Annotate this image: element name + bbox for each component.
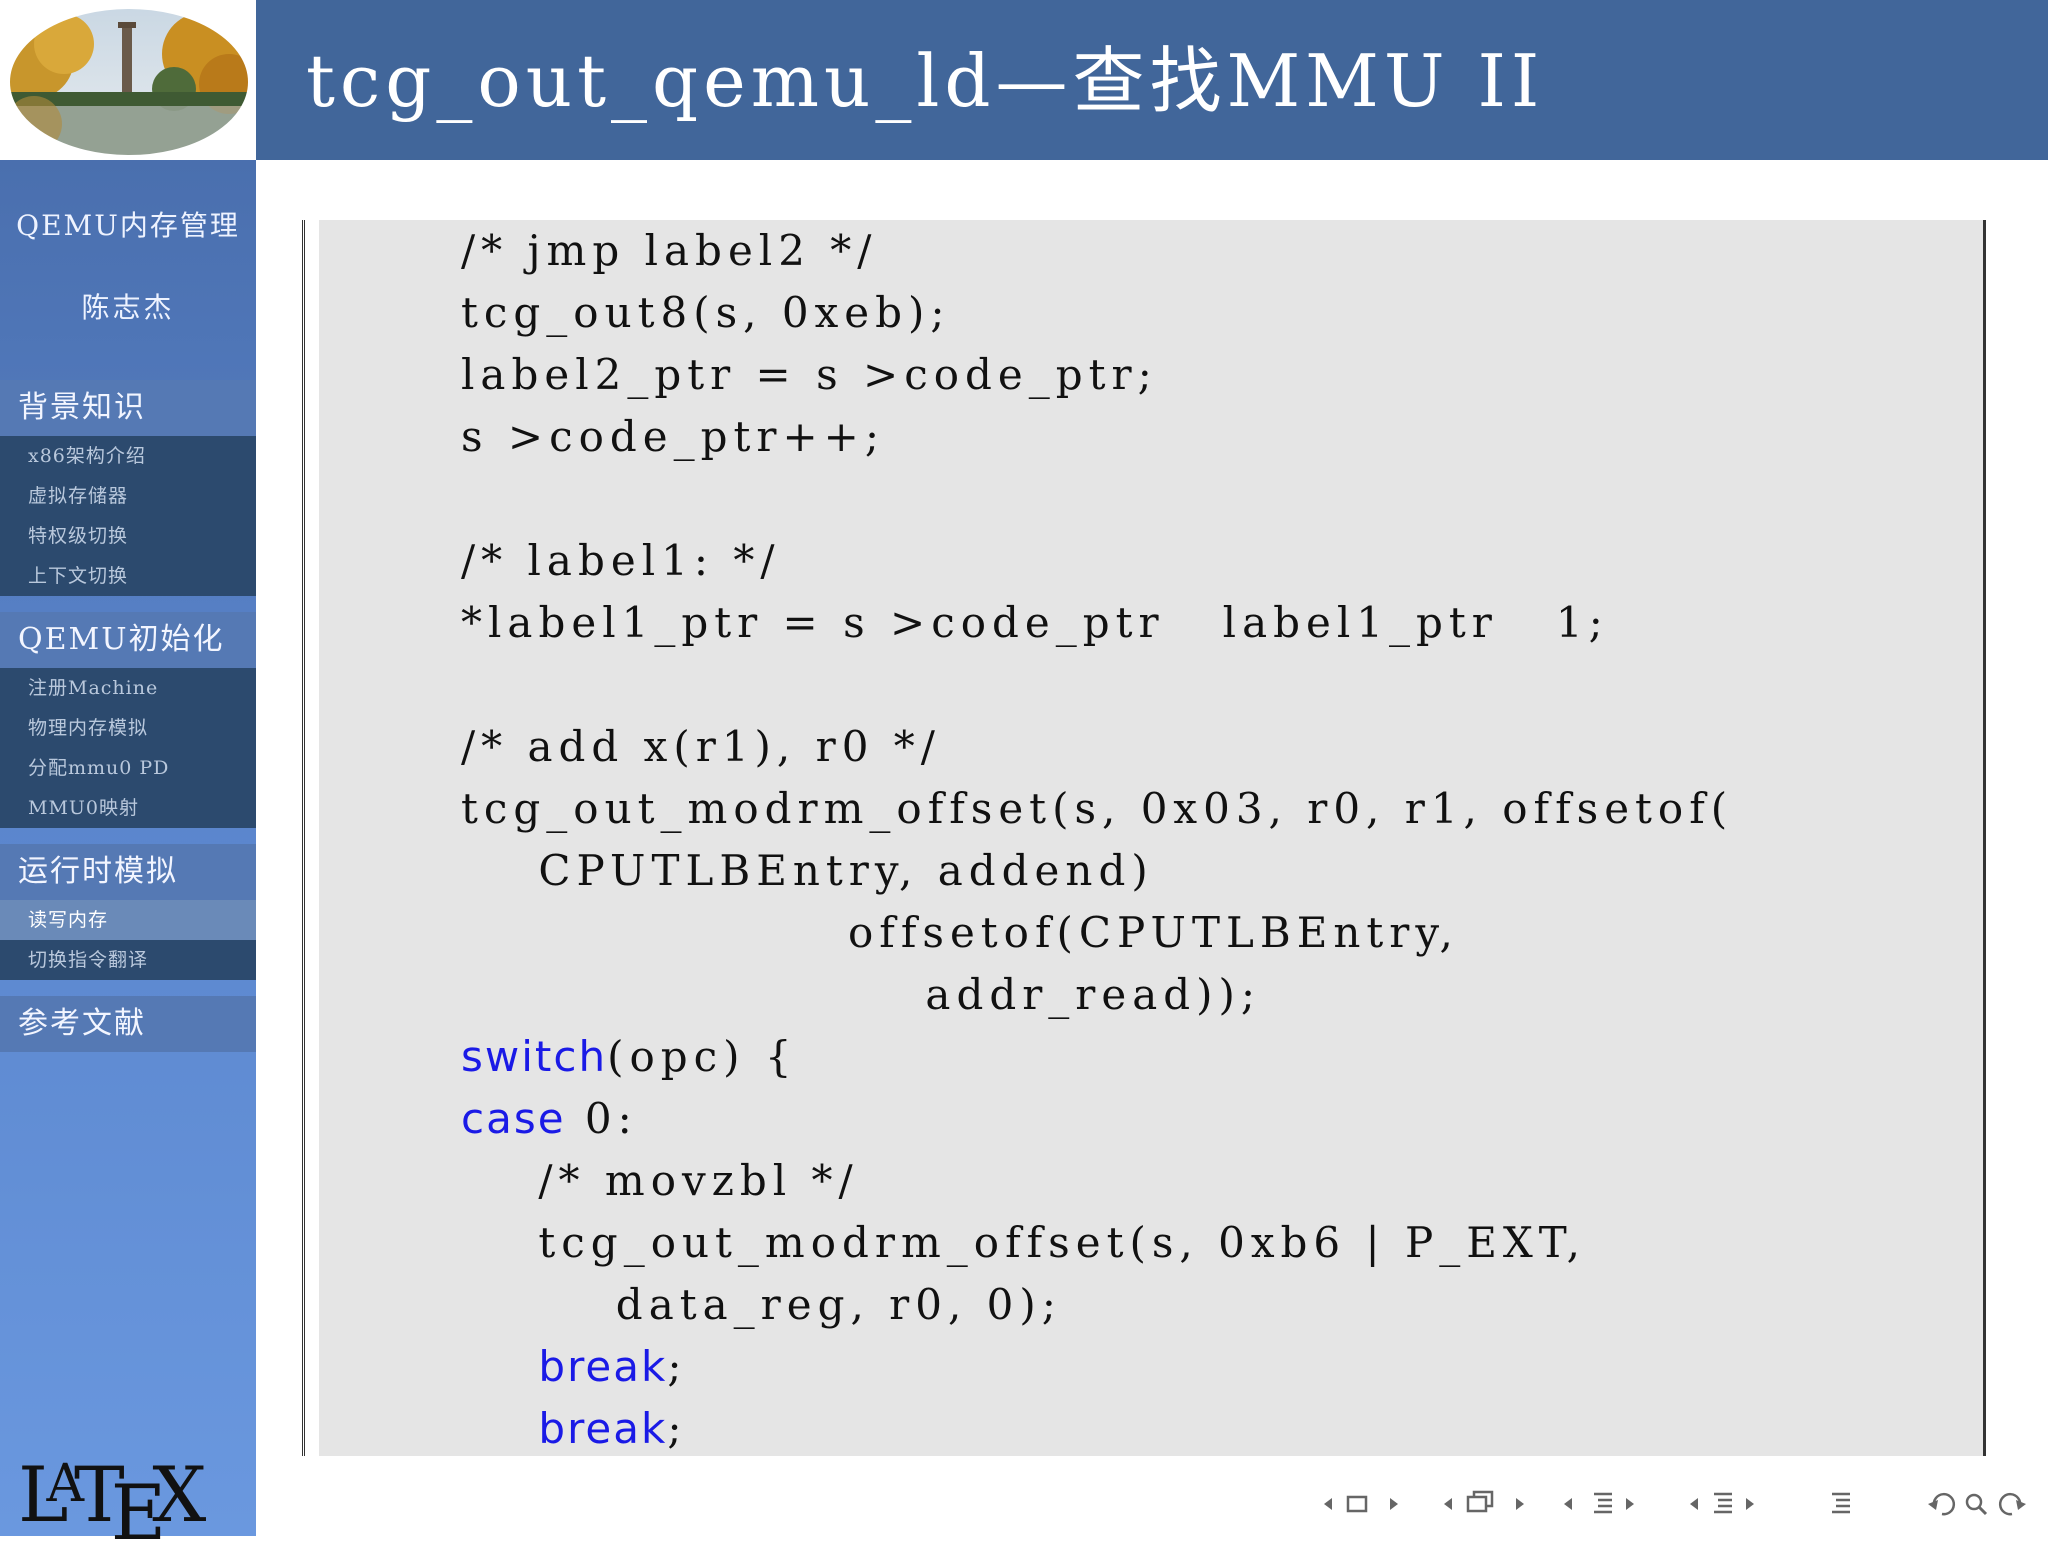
slide-title: tcg_out_qemu_ld—查找MMU II (306, 39, 1545, 123)
next-frame-icon[interactable] (1390, 1498, 1398, 1510)
sidebar-item-mmu0-map[interactable]: MMU0映射 (28, 797, 140, 819)
sidebar-sublist-qemu-init: 注册Machine 物理内存模拟 分配mmu0 PD MMU0映射 (0, 668, 256, 828)
code-line: offsetof(CPUTLBEntry, (461, 908, 1459, 957)
code-line: /* movzbl */ (461, 1156, 859, 1205)
sidebar-item-physical-memory[interactable]: 物理内存模拟 (28, 717, 149, 739)
presentation-icon[interactable] (1714, 1492, 1732, 1514)
code-line: *label1_ptr = s >code_ptr label1_ptr 1; (461, 598, 1609, 647)
code-keyword: case (461, 1094, 566, 1143)
toc-icon[interactable] (1832, 1492, 1850, 1514)
logo-area (0, 0, 256, 160)
sidebar-section-references[interactable]: 参考文献 (0, 996, 256, 1052)
code-line: break; (538, 1404, 688, 1453)
next-section-icon[interactable] (1626, 1498, 1634, 1510)
code-keyword: switch (461, 1032, 608, 1081)
sidebar-item-register-machine[interactable]: 注册Machine (28, 677, 159, 699)
code-line: /* label1: */ (461, 536, 781, 585)
sidebar-item-privilege[interactable]: 特权级切换 (28, 525, 129, 547)
sidebar-item-virtual-memory[interactable]: 虚拟存储器 (28, 485, 129, 507)
campus-logo-icon (8, 7, 250, 157)
search-icon[interactable] (1965, 1493, 1988, 1516)
code-line: /* add x(r1), r0 */ (461, 722, 941, 771)
prev-frame-icon[interactable] (1324, 1498, 1332, 1510)
code-line: data_reg, r0, 0); (461, 1280, 1062, 1329)
sidebar: QEMU内存管理 陈志杰 背景知识 x86架构介绍 虚拟存储器 特权级切换 上下… (0, 160, 256, 1557)
code-line: switch(opc) { (461, 1032, 798, 1081)
sidebar-section-background[interactable]: 背景知识 (0, 380, 256, 436)
code-line (461, 654, 1733, 716)
forward-icon[interactable] (1998, 1492, 2026, 1516)
code-line: addr_read)); (461, 970, 1262, 1019)
code-keyword: break (538, 1342, 668, 1391)
sidebar-item-context-switch[interactable]: 上下文切换 (28, 565, 129, 587)
code-line: tcg_out_modrm_offset(s, 0xb6 | P_EXT, (461, 1218, 1586, 1267)
code-listing: /* jmp label2 */ tcg_out8(s, 0xeb); label2… (461, 220, 1733, 1460)
subsection-icon[interactable] (1466, 1490, 1494, 1513)
prev-presentation-icon[interactable] (1690, 1498, 1698, 1510)
talk-title-link[interactable]: QEMU内存管理 (16, 209, 240, 242)
code-line: /* jmp label2 */ (461, 226, 878, 275)
code-line: tcg_out8(s, 0xeb); (461, 288, 951, 337)
slide-header: tcg_out_qemu_ld—查找MMU II (256, 0, 2048, 160)
latex-logo-x: X (152, 1450, 207, 1539)
code-line: s >code_ptr++; (461, 412, 886, 461)
next-subsection-icon[interactable] (1516, 1498, 1524, 1510)
code-box: /* jmp label2 */ tcg_out8(s, 0xeb); label2… (319, 220, 1983, 1456)
author-name: 陈志杰 (81, 291, 175, 324)
frame-icon[interactable] (1346, 1495, 1368, 1513)
code-line: tcg_out_modrm_offset(s, 0x03, r0, r1, of… (461, 784, 1734, 833)
sidebar-sublist-runtime: 读写内存 切换指令翻译 (0, 900, 256, 980)
latex-logo: LATEX (18, 1450, 206, 1557)
sidebar-sublist-background: x86架构介绍 虚拟存储器 特权级切换 上下文切换 (0, 436, 256, 596)
sidebar-item-switch-translation[interactable]: 切换指令翻译 (28, 949, 149, 971)
code-keyword: break (538, 1404, 668, 1453)
prev-section-icon[interactable] (1564, 1498, 1572, 1510)
code-line: case 0: (461, 1094, 638, 1143)
code-line: break; (538, 1342, 688, 1391)
code-frame: /* jmp label2 */ tcg_out8(s, 0xeb); label2… (302, 220, 1986, 1456)
back-icon[interactable] (1928, 1492, 1956, 1516)
sidebar-section-runtime[interactable]: 运行时模拟 (0, 844, 256, 900)
latex-logo-a: A (46, 1454, 85, 1514)
latex-logo-l: L (18, 1450, 69, 1539)
prev-subsection-icon[interactable] (1444, 1498, 1452, 1510)
sidebar-item-x86[interactable]: x86架构介绍 (28, 445, 146, 467)
sidebar-item-read-write-memory[interactable]: 读写内存 (0, 900, 256, 940)
code-line: CPUTLBEntry, addend) (461, 846, 1154, 895)
sidebar-item-alloc-mmu0[interactable]: 分配mmu0 PD (28, 757, 170, 779)
code-line: label2_ptr = s >code_ptr; (461, 350, 1158, 399)
section-icon[interactable] (1594, 1492, 1612, 1514)
next-presentation-icon[interactable] (1746, 1498, 1754, 1510)
beamer-nav-bar (1300, 1484, 2040, 1524)
code-line (461, 468, 1733, 530)
sidebar-section-qemu-init[interactable]: QEMU初始化 (0, 612, 256, 668)
latex-logo-t: T (74, 1450, 125, 1539)
